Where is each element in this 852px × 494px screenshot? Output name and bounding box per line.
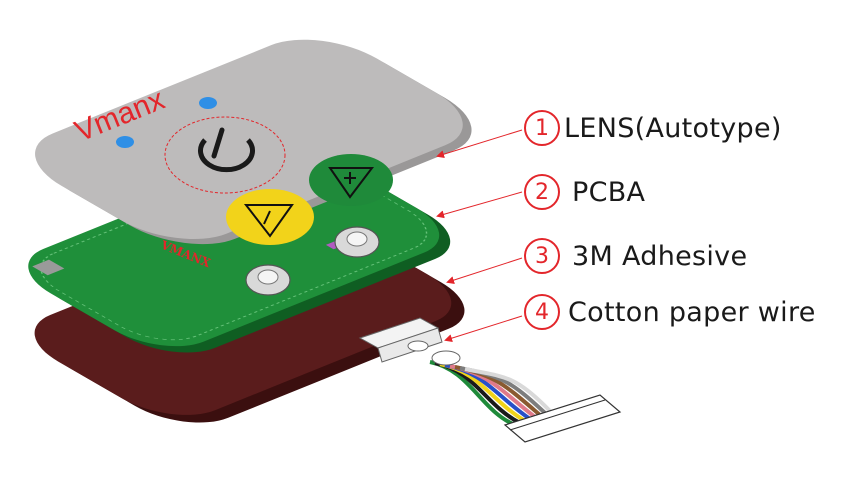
circled-number-4: 4	[524, 294, 560, 330]
leader-arrow-adhesive	[448, 258, 522, 282]
callout-pcba: 2 PCBA	[524, 174, 645, 210]
callout-label-pcba: PCBA	[572, 177, 645, 208]
callout-label-lens: LENS(Autotype)	[564, 113, 782, 144]
circled-number-1: 1	[524, 110, 560, 146]
blue-indicator-top	[199, 97, 217, 109]
callout-adhesive: 3 3M Adhesive	[524, 238, 747, 274]
callout-lens: 1 LENS(Autotype)	[524, 110, 782, 146]
callout-wire: 4 Cotton paper wire	[524, 294, 816, 330]
blue-indicator-left	[116, 136, 134, 148]
callout-label-adhesive: 3M Adhesive	[572, 241, 747, 272]
leader-arrow-pcba	[438, 192, 522, 216]
plus-triangle-icon	[309, 154, 393, 206]
pcba-dome-switch-left	[246, 265, 290, 295]
pcba-dome-switch-right	[335, 227, 379, 257]
circled-number-3: 3	[524, 238, 560, 274]
callout-label-wire: Cotton paper wire	[568, 297, 816, 328]
cotton-paper-wire	[360, 318, 620, 442]
circled-number-2: 2	[524, 174, 560, 210]
minus-triangle-icon	[226, 189, 314, 245]
